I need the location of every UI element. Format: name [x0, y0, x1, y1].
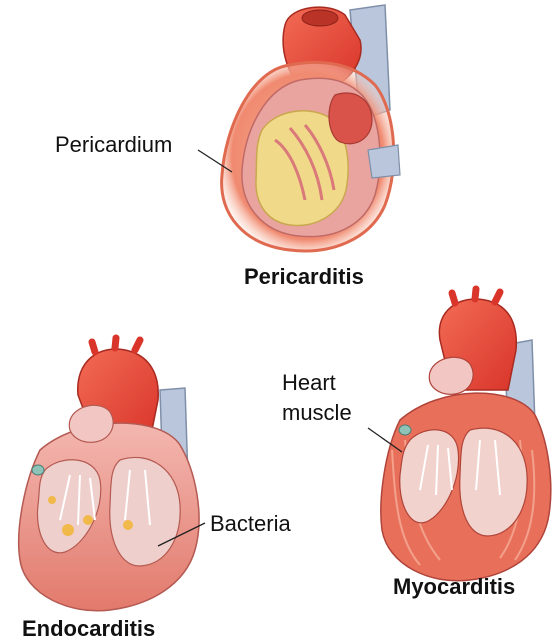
coronary-node [32, 465, 44, 475]
pericarditis-heart [222, 5, 400, 251]
vegetation [62, 524, 74, 536]
right-atrium [329, 93, 372, 144]
great-vessel-roots [69, 405, 113, 442]
endocarditis-title: Endocarditis [22, 616, 155, 642]
heart-muscle-label-line2: muscle [282, 400, 352, 426]
aorta-branches [92, 338, 140, 352]
myocarditis-heart [381, 289, 551, 581]
vegetation [83, 515, 93, 525]
pericardium-label: Pericardium [55, 132, 172, 158]
aorta-branches [452, 289, 500, 303]
coronary-node [399, 425, 411, 435]
pulmonary-vein [368, 145, 400, 178]
bacteria-label: Bacteria [210, 511, 291, 537]
myocarditis-title: Myocarditis [393, 574, 515, 600]
vegetation [48, 496, 56, 504]
heart-muscle-label-line1: Heart [282, 370, 336, 396]
pericarditis-title: Pericarditis [244, 264, 364, 290]
aorta-opening [302, 10, 338, 26]
vegetation [123, 520, 133, 530]
endocarditis-heart [19, 338, 199, 611]
great-vessel-roots [429, 357, 473, 394]
